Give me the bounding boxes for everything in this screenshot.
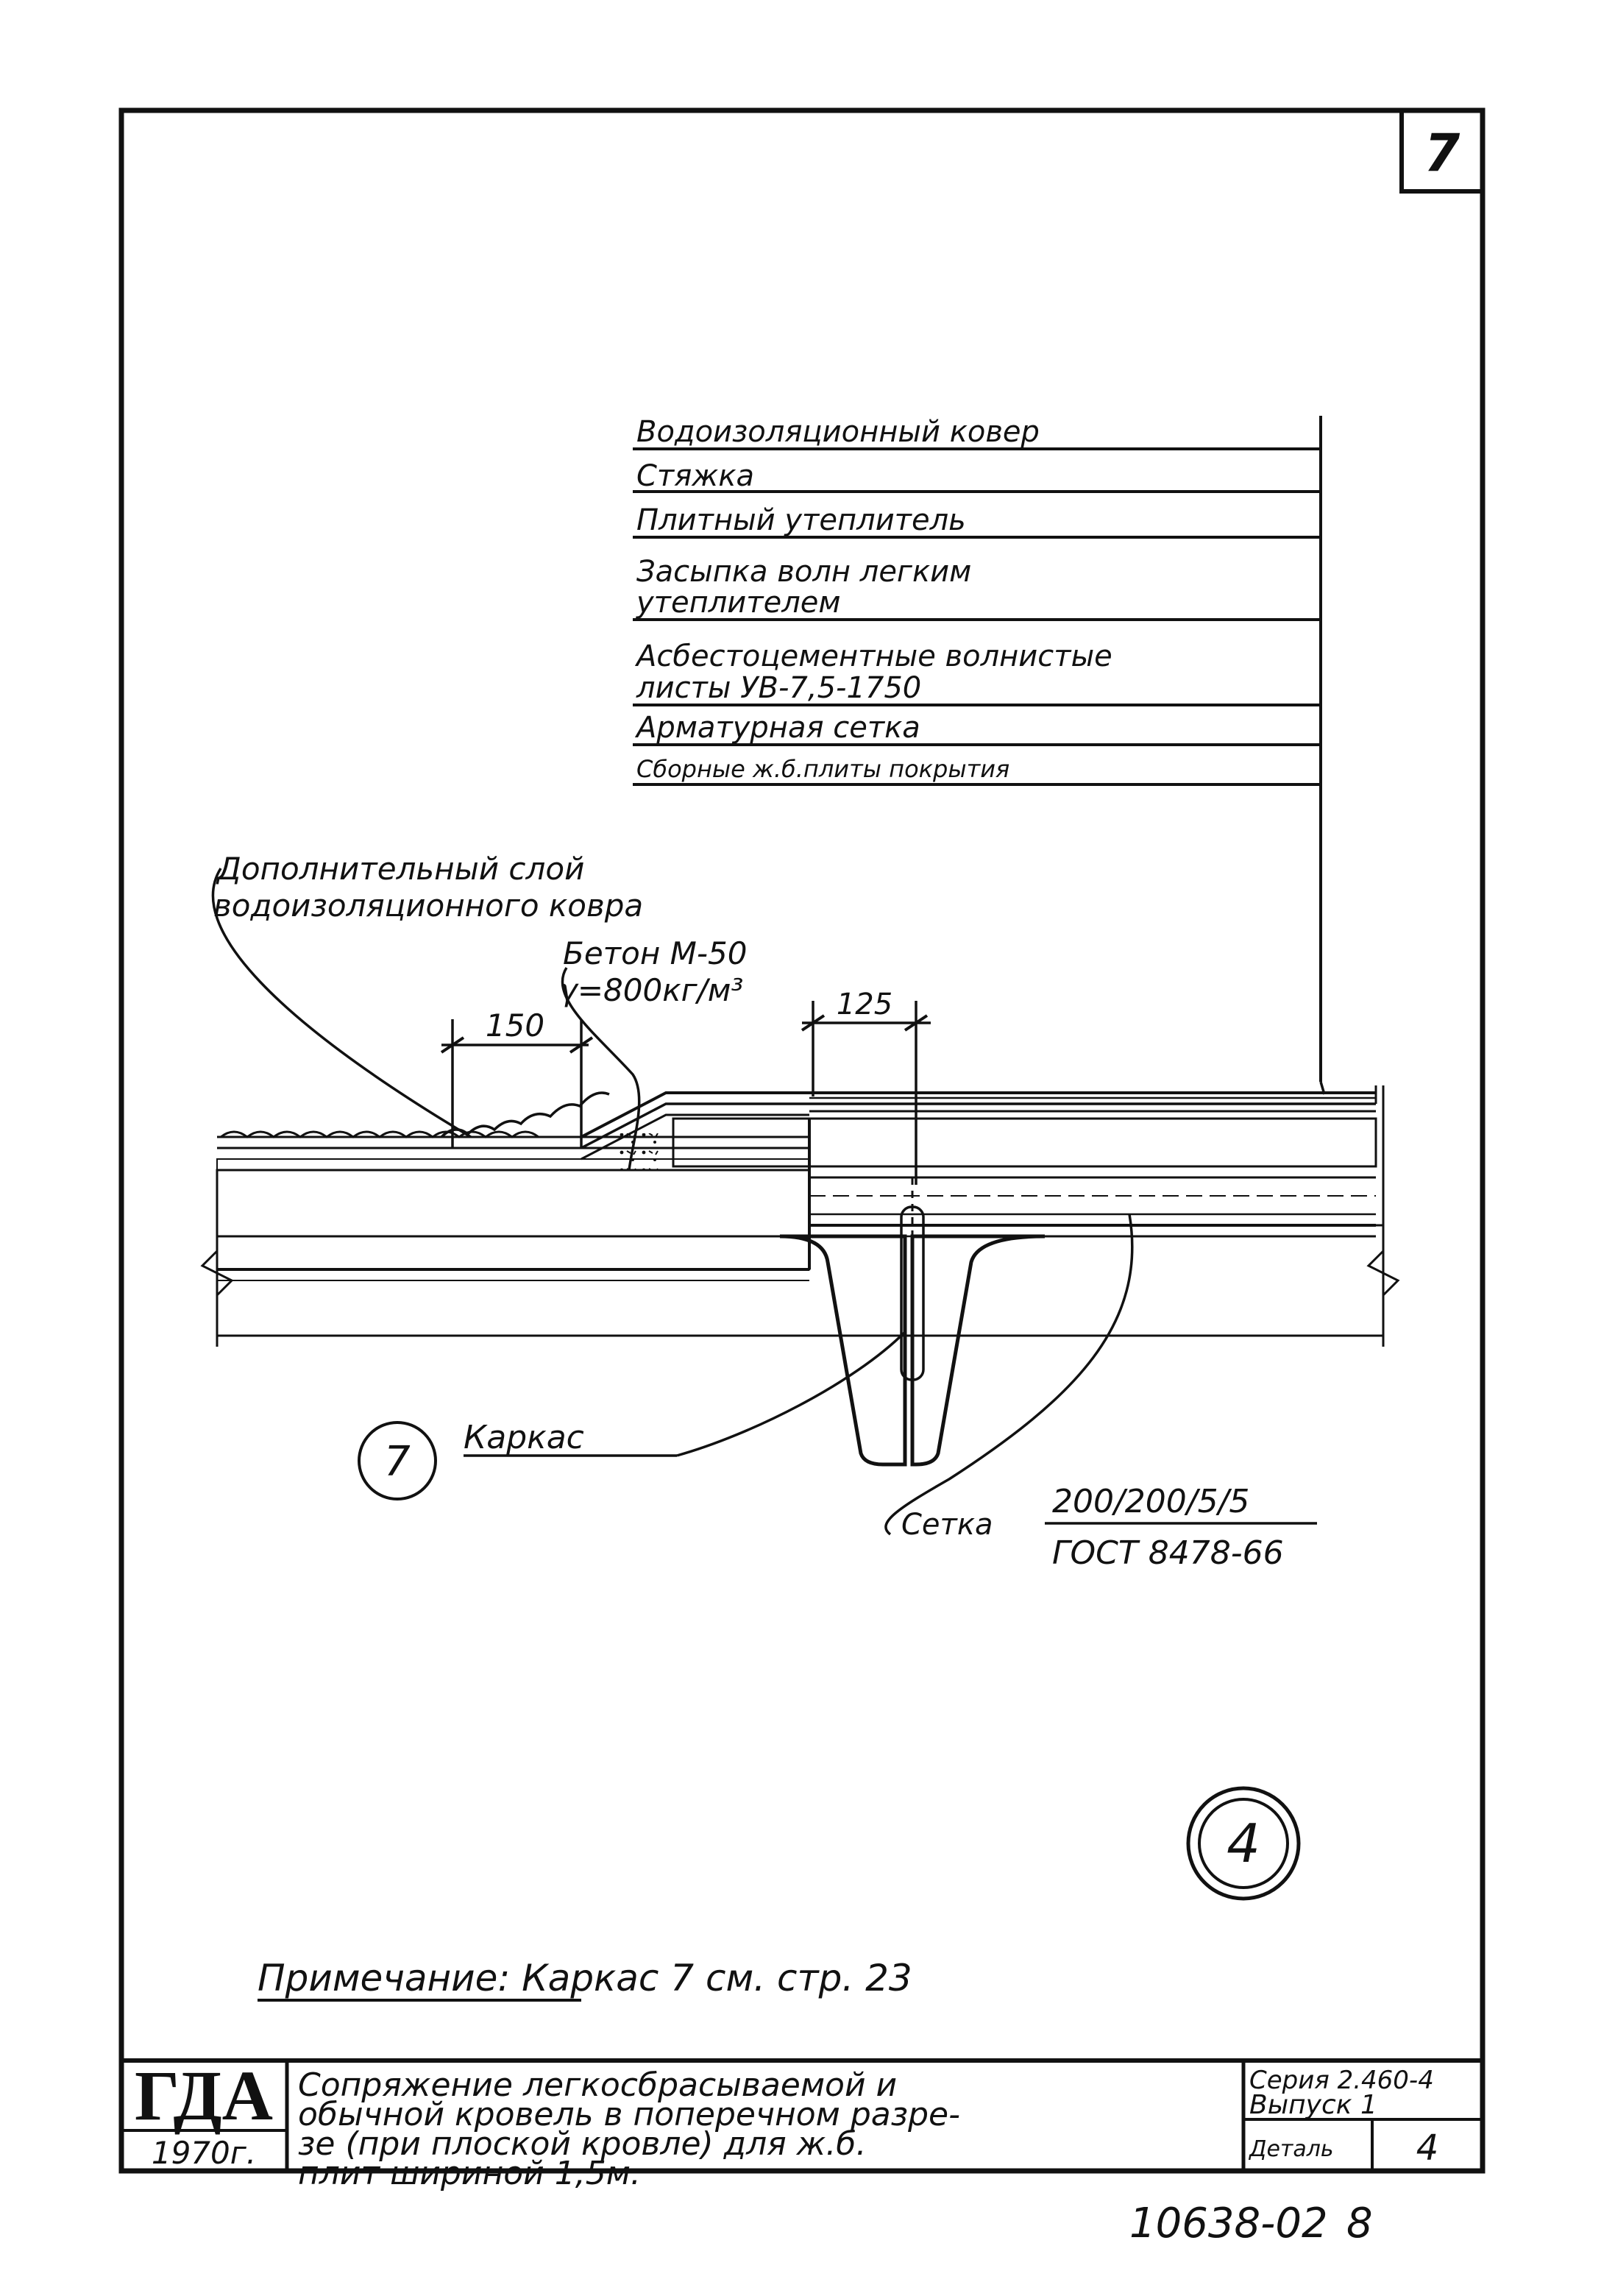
title-year: 1970г.	[152, 2135, 256, 2171]
drawing-title: Сопряжение легкосбрасываемой и	[298, 2066, 897, 2104]
layer-label: утеплителем	[636, 586, 841, 620]
layer-label: Плитный утеплитель	[636, 503, 966, 537]
concrete-callout: Бетон М-50 γ=800кг/м³	[559, 935, 747, 1171]
callout-text: Бетон М-50	[563, 935, 747, 971]
dimension-150: 150	[440, 1007, 594, 1148]
sheet-frame	[118, 107, 1486, 2174]
layer-label: Засыпка волн легким	[636, 555, 971, 589]
dimension-value: 125	[837, 988, 892, 1021]
detail-label: Деталь	[1248, 2136, 1334, 2162]
drawing-title: обычной кровель в поперечном разре-	[298, 2096, 960, 2133]
series-label: Серия 2.460-4	[1249, 2066, 1434, 2095]
logo: ГДА	[135, 2056, 273, 2135]
frame-callout: 7 Каркас	[358, 1331, 906, 1500]
mesh-label: Сетка	[901, 1508, 993, 1542]
layer-label: Стяжка	[636, 459, 754, 493]
layer-label: Асбестоцементные волнистые	[634, 639, 1112, 673]
sheet-number-box: 7	[1399, 108, 1485, 194]
layer-legend: Водоизоляционный ковер Стяжка Плитный ут…	[633, 415, 1322, 1082]
layer-label: Водоизоляционный ковер	[636, 415, 1040, 449]
dimension-125: 125	[801, 988, 931, 1185]
roof-section	[200, 1085, 1400, 1467]
archive-number: 10638-02	[1129, 2200, 1328, 2247]
detail-value: 4	[1416, 2127, 1439, 2169]
layer-label: Сборные ж.б.плиты покрытия	[636, 755, 1009, 783]
legend-leader	[1319, 1081, 1326, 1095]
callout-text: γ=800кг/м³	[559, 972, 743, 1008]
title-block: ГДА 1970г. Сопряжение легкосбрасываемой …	[121, 2056, 1483, 2192]
page-number: 8	[1346, 2200, 1373, 2247]
detail-marker: 4	[1186, 1786, 1301, 1901]
callout-text: водоизоляционного ковра	[213, 887, 643, 924]
drawing-note: Примечание: Каркас 7 см. стр. 23	[258, 1957, 912, 1999]
drawing-title: зе (при плоской кровле) для ж.б.	[298, 2125, 866, 2163]
sheet-number: 7	[1424, 123, 1460, 183]
drawing-title: плит шириной 1,5м.	[298, 2155, 641, 2192]
mesh-spec: 200/200/5/5	[1052, 1483, 1249, 1520]
layer-label: листы УВ-7,5-1750	[636, 671, 921, 705]
dimension-value: 150	[486, 1007, 544, 1044]
callout-text: Дополнительный слой	[216, 851, 584, 887]
frame-marker-text: 7	[384, 1438, 411, 1486]
mesh-callout: Сетка 200/200/5/5 ГОСТ 8478-66	[884, 1213, 1317, 1572]
layer-label: Арматурная сетка	[634, 711, 920, 745]
detail-marker-text: 4	[1227, 1813, 1260, 1874]
extra-layer-callout: Дополнительный слой водоизоляционного ко…	[211, 851, 643, 1138]
frame-label: Каркас	[464, 1419, 584, 1456]
issue-label: Выпуск 1	[1249, 2090, 1377, 2120]
mesh-standard: ГОСТ 8478-66	[1052, 1534, 1284, 1572]
